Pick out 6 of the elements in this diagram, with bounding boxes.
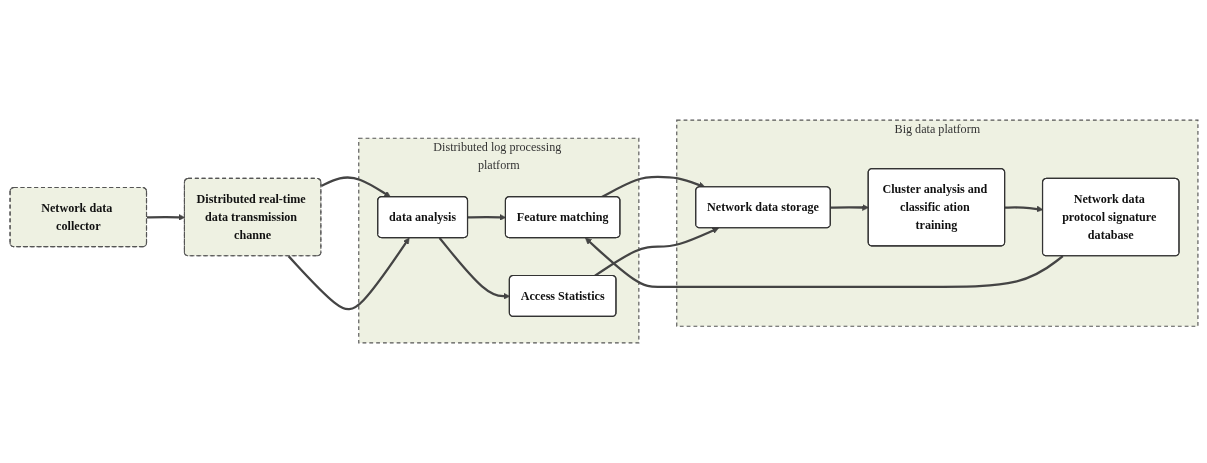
- arrow: [1004, 205, 1043, 213]
- arrow: [593, 227, 719, 277]
- arrow: [320, 176, 391, 198]
- arrow: [584, 237, 1063, 288]
- arrow: [287, 237, 409, 311]
- arrow: [600, 175, 705, 198]
